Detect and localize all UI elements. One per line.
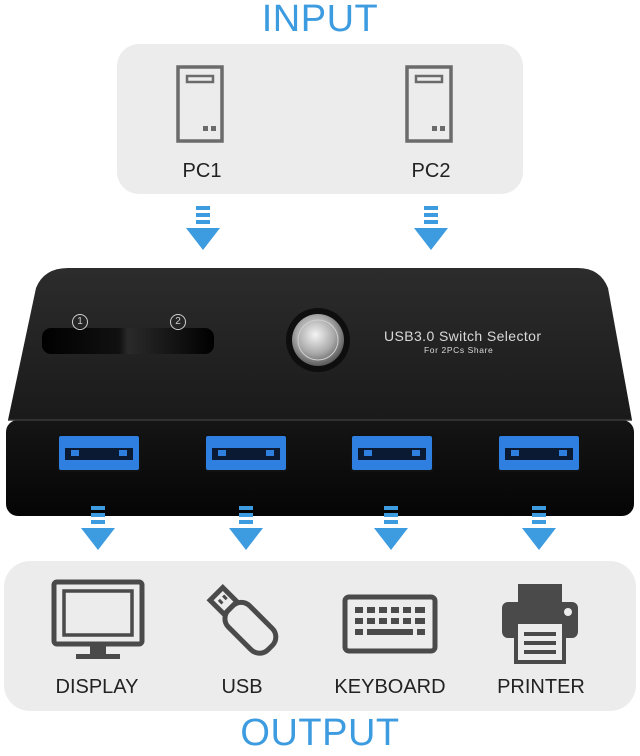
monitor-icon bbox=[51, 579, 145, 659]
down-arrow-icon bbox=[522, 506, 556, 550]
usb-port bbox=[57, 434, 141, 472]
port-1-indicator: 1 bbox=[72, 314, 88, 330]
usb-port bbox=[204, 434, 288, 472]
down-arrow-icon bbox=[81, 506, 115, 550]
device-subtitle: For 2PCs Share bbox=[424, 345, 494, 355]
pc1-label: PC1 bbox=[182, 160, 222, 182]
down-arrow-icon bbox=[186, 206, 220, 250]
keyboard-icon bbox=[342, 594, 438, 654]
down-arrow-icon bbox=[229, 506, 263, 550]
input-heading: INPUT bbox=[261, 0, 379, 40]
printer-icon bbox=[502, 584, 578, 664]
output-heading: OUTPUT bbox=[240, 712, 400, 754]
usb-port bbox=[350, 434, 434, 472]
device-title: USB3.0 Switch Selector bbox=[384, 328, 542, 344]
display-label: DISPLAY bbox=[55, 676, 139, 698]
usb-label: USB bbox=[221, 676, 263, 698]
port-2-indicator: 2 bbox=[170, 314, 186, 330]
pc-tower-icon bbox=[405, 65, 453, 143]
usb-switch-device bbox=[6, 268, 634, 516]
usb-flash-drive-icon bbox=[206, 583, 279, 656]
pc-tower-icon bbox=[176, 65, 224, 143]
switch-push-button bbox=[292, 314, 344, 366]
printer-label: PRINTER bbox=[497, 676, 585, 698]
pc2-label: PC2 bbox=[411, 160, 451, 182]
usb-port bbox=[497, 434, 581, 472]
led-indicator-window bbox=[42, 328, 214, 354]
keyboard-label: KEYBOARD bbox=[334, 676, 446, 698]
down-arrow-icon bbox=[374, 506, 408, 550]
down-arrow-icon bbox=[414, 206, 448, 250]
input-panel bbox=[117, 44, 523, 194]
